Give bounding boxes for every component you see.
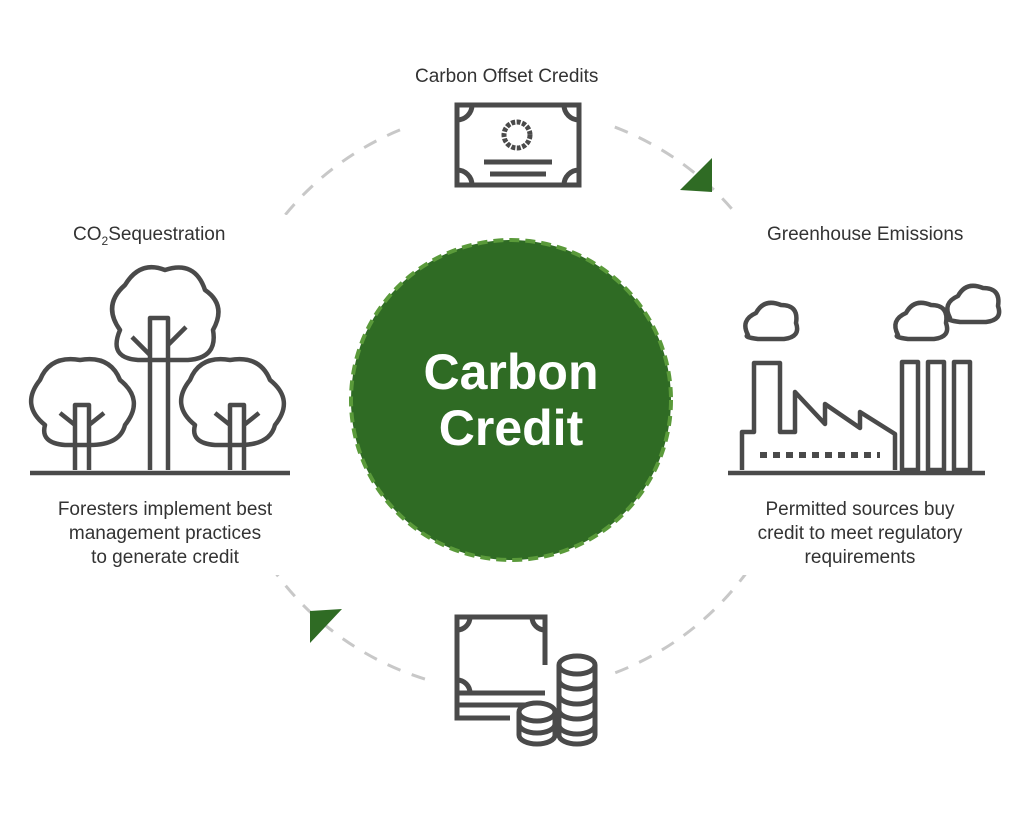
co2-subscript: 2	[101, 233, 109, 248]
left-description: Foresters implement best management prac…	[20, 498, 310, 570]
desc-line: Foresters implement best	[57, 499, 273, 520]
desc-line: management practices	[68, 523, 262, 544]
arrow-top-right	[680, 158, 712, 192]
title-line-1: Carbon	[423, 344, 599, 400]
factory-icon	[728, 283, 1002, 476]
right-description: Permitted sources buy credit to meet reg…	[715, 498, 1005, 570]
sequestration-text: Sequestration	[108, 224, 226, 245]
trees-icon	[29, 264, 290, 476]
label-co2-sequestration: CO2Sequestration	[73, 224, 225, 248]
center-circle	[349, 238, 673, 562]
desc-line: to generate credit	[91, 547, 239, 568]
label-greenhouse-emissions: Greenhouse Emissions	[767, 224, 964, 245]
money-coins-icon	[454, 614, 598, 747]
label-carbon-offset-credits: Carbon Offset Credits	[415, 66, 599, 87]
desc-line: Permitted sources buy	[765, 499, 955, 520]
center-title: Carbon Credit	[351, 240, 671, 560]
arrow-bottom-left	[310, 609, 342, 643]
desc-line: requirements	[804, 547, 916, 568]
desc-line: credit to meet regulatory	[757, 523, 963, 544]
title-line-2: Credit	[438, 400, 584, 456]
co2-prefix: CO	[73, 224, 102, 245]
certificate-icon	[454, 102, 582, 188]
